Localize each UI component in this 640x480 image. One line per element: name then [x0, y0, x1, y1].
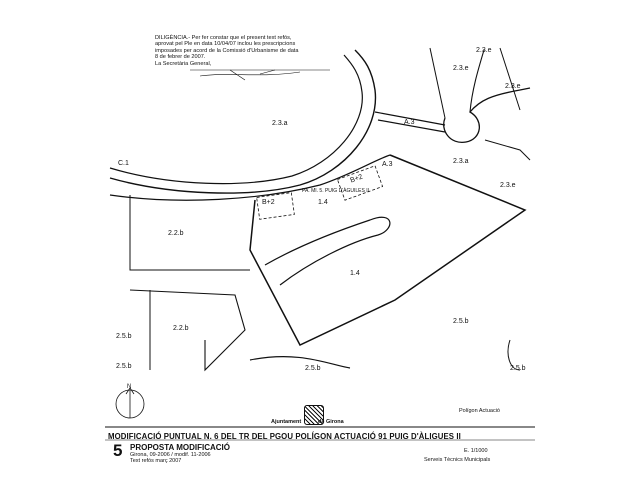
serveis-tecnics-label: Serveis Tècnics Municipals: [424, 457, 491, 463]
parcel-lower-right: [507, 339, 521, 371]
zone-label: B+2: [349, 174, 363, 185]
zone-label: 2.3.e: [453, 65, 469, 72]
zone-label: 2.5.b: [116, 363, 132, 370]
zone-label: 2.3.e: [500, 182, 516, 189]
parcel-left-2-2-b: [129, 195, 250, 271]
zone-label: 2.2.b: [168, 230, 184, 237]
zone-label: A.3: [382, 161, 393, 168]
road-lower-edge: [109, 154, 391, 201]
building-envelope-1: [256, 192, 295, 220]
zone-label: 2.5.b: [510, 365, 526, 372]
scale-label: E. 1/1000: [464, 448, 488, 454]
sheet-title: PROPOSTA MODIFICACIÓ: [130, 443, 230, 452]
zone-label: 2.3.e: [505, 83, 521, 90]
zone-label: B+2: [262, 199, 275, 206]
zone-label: PA. MI. 5. PUIG D'ÀGUILES II: [302, 187, 369, 194]
ajuntament-label: Ajuntament de Girona: [271, 419, 344, 425]
plan-title: MODIFICACIÓ PUNTUAL N. 6 DEL TR DEL PGOU…: [108, 432, 461, 441]
text-refos-line: Text refós març 2007: [130, 458, 182, 464]
building-envelope-2: [336, 165, 384, 201]
culdesac-upper: [443, 87, 531, 143]
parcel-upper-right-3: [484, 139, 531, 161]
road-outer-arc: [109, 49, 377, 194]
road-diagonal-a3-b: [377, 119, 446, 133]
road-diagonal-a3: [374, 111, 446, 126]
zone-label: A.3: [404, 119, 415, 126]
zone-label: C.1: [118, 160, 129, 167]
parcel-upper-right-1: [429, 47, 446, 119]
diligencia-line: imposades per acord de la Comissió d'Urb…: [155, 47, 299, 54]
date-line: Girona, 09-2006 / modif. 11-2006: [130, 452, 211, 458]
diligencia-line: 8 de febrer de 2007.: [155, 54, 206, 61]
diligencia-line: La Secretària General,: [155, 60, 212, 67]
diligencia-note: DILIGÈNCIA.- Per fer constar que el pres…: [155, 35, 365, 67]
zone-label: 2.5.b: [453, 318, 469, 325]
zone-label: 1.4: [350, 270, 360, 277]
road-lower-curve: [249, 356, 351, 369]
signature-mark: [199, 69, 301, 81]
girona-crest-icon: [304, 405, 324, 425]
zone-label: 2.2.b: [173, 325, 189, 332]
zone-label: 2.3.a: [453, 158, 469, 165]
north-arrow-head: [125, 387, 135, 395]
parcel-left-lower: [129, 289, 246, 372]
plot-1-4-boundary: [249, 154, 527, 346]
road-inner-arc: [109, 54, 363, 185]
zone-label: 2.5.b: [305, 365, 321, 372]
zone-label: 1.4: [318, 199, 328, 206]
diligencia-line: DILIGÈNCIA.- Per fer constar que el pres…: [155, 35, 292, 41]
de-girona-text: de Girona: [318, 419, 344, 425]
north-label: N: [127, 384, 132, 390]
zone-label: 2.3.a: [272, 120, 288, 127]
culdesac-inner: [264, 216, 391, 286]
diligencia-line: aprovat pel Ple en data 10/04/07 inclou …: [155, 41, 296, 48]
poligon-actuacio-label: Polígon Actuació: [459, 408, 500, 414]
sheet-number: 5: [113, 441, 123, 460]
zone-label: 2.5.b: [116, 333, 132, 340]
parcel-upper-right-2: [499, 47, 521, 111]
ajuntament-text: Ajuntament: [271, 419, 302, 425]
zone-label: 2.3.e: [476, 47, 492, 54]
culdesac-upper-b: [469, 49, 485, 113]
